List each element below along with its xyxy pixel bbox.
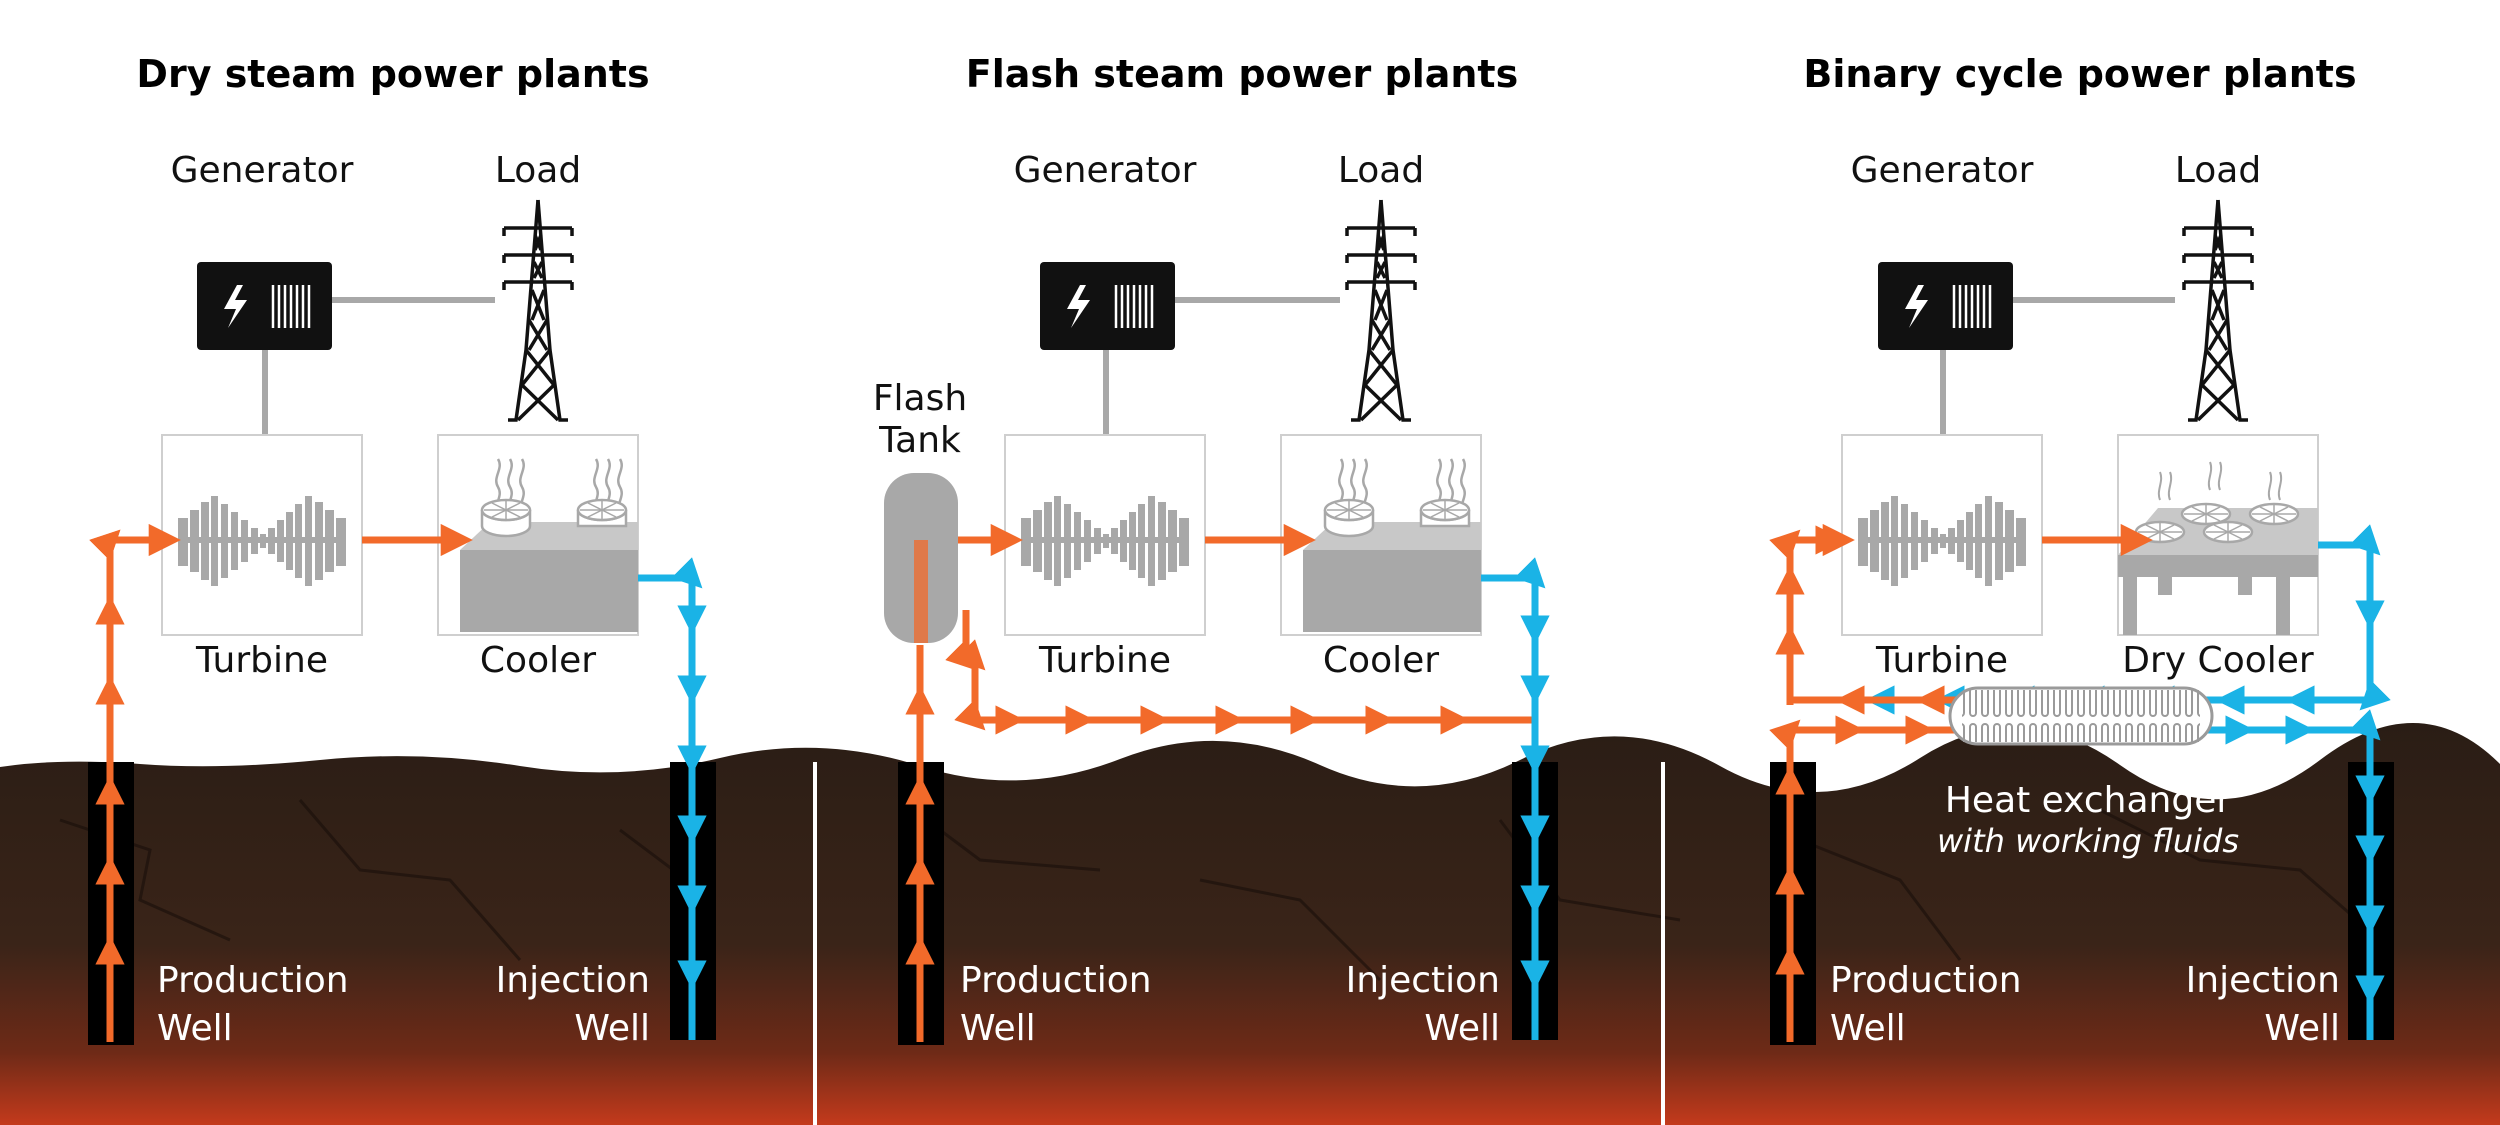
generator-label: Generator: [1014, 150, 1197, 191]
load-label: Load: [495, 150, 581, 191]
production-well-label: Production: [1830, 960, 2022, 1001]
divider: [813, 762, 817, 1125]
generator: [1876, 260, 2015, 352]
turbine-label: Turbine: [1875, 640, 2008, 681]
injection-well-label-2: Well: [574, 1008, 650, 1049]
cooler-icon: [1281, 435, 1481, 635]
transmission-tower-icon: [2182, 198, 2254, 422]
generator-label: Generator: [171, 150, 354, 191]
turbine-icon: [1004, 434, 1206, 636]
flash-tank-label: Flash: [873, 378, 967, 419]
production-well-label-2: Well: [157, 1008, 233, 1049]
panel-dry-steam: Dry steam power plants Generator Load Tu…: [88, 52, 716, 1049]
production-well-label: Production: [157, 960, 349, 1001]
production-well-label: Production: [960, 960, 1152, 1001]
panel-flash-steam: Flash steam power plants Generator Load …: [873, 52, 1558, 1049]
production-well-label-2: Well: [1830, 1008, 1906, 1049]
panel-binary-cycle: Binary cycle power plants Generator Load…: [1769, 52, 2394, 1049]
generator: [195, 260, 334, 352]
heat-exchanger-sublabel: with working fluids: [1937, 822, 2239, 860]
injection-well-label: Injection: [2186, 960, 2340, 1001]
transmission-tower-icon: [502, 198, 574, 422]
heat-exchanger: [1948, 686, 2214, 746]
turbine-icon: [1841, 434, 2043, 636]
turbine-label: Turbine: [1038, 640, 1171, 681]
generator: [1038, 260, 1177, 352]
load-label: Load: [1338, 150, 1424, 191]
transmission-tower-icon: [1345, 198, 1417, 422]
production-well-label-2: Well: [960, 1008, 1036, 1049]
injection-well-label: Injection: [1346, 960, 1500, 1001]
panel-title: Binary cycle power plants: [1803, 52, 2356, 96]
panel-title: Flash steam power plants: [966, 52, 1518, 96]
flash-tank-label-2: Tank: [878, 420, 961, 461]
cooler-label: Cooler: [1323, 640, 1439, 681]
injection-well-label-2: Well: [2264, 1008, 2340, 1049]
divider: [1661, 762, 1665, 1125]
generator-label: Generator: [1851, 150, 2034, 191]
dry-cooler-label: Dry Cooler: [2122, 640, 2314, 681]
load-label: Load: [2175, 150, 2261, 191]
injection-well-label: Injection: [496, 960, 650, 1001]
injection-well-label-2: Well: [1424, 1008, 1500, 1049]
heat-exchanger-label: Heat exchanger: [1945, 780, 2232, 821]
turbine-icon: [161, 434, 363, 636]
cooler-label: Cooler: [480, 640, 596, 681]
cooler-icon: [438, 435, 638, 635]
dry-cooler-icon: [2118, 435, 2318, 635]
turbine-label: Turbine: [195, 640, 328, 681]
panel-title: Dry steam power plants: [136, 52, 649, 96]
